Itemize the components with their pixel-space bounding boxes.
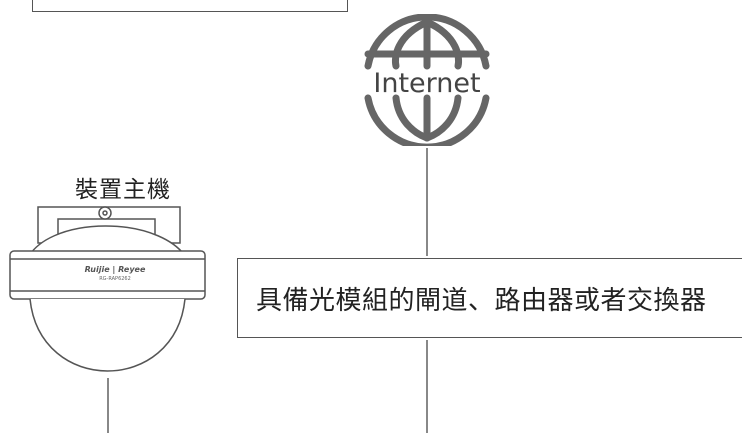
gateway-label: 具備光模組的閘道、路由器或者交換器 — [256, 285, 707, 316]
device-brand-label: Ruijie | Reyee — [84, 265, 146, 274]
device-model-label: RG-RAP6262 — [99, 276, 131, 282]
access-point-device-illustration — [9, 206, 206, 372]
device-title: 裝置主機 — [75, 177, 171, 203]
connector-line-gateway-down — [426, 340, 428, 433]
connector-line-internet-gateway — [426, 148, 428, 256]
gateway-box: 具備光模組的閘道、路由器或者交換器 — [237, 258, 742, 338]
globe-icon — [364, 14, 490, 146]
connector-line-device-down — [107, 378, 109, 433]
internet-label: Internet — [373, 68, 481, 99]
partial-top-box — [32, 0, 348, 12]
